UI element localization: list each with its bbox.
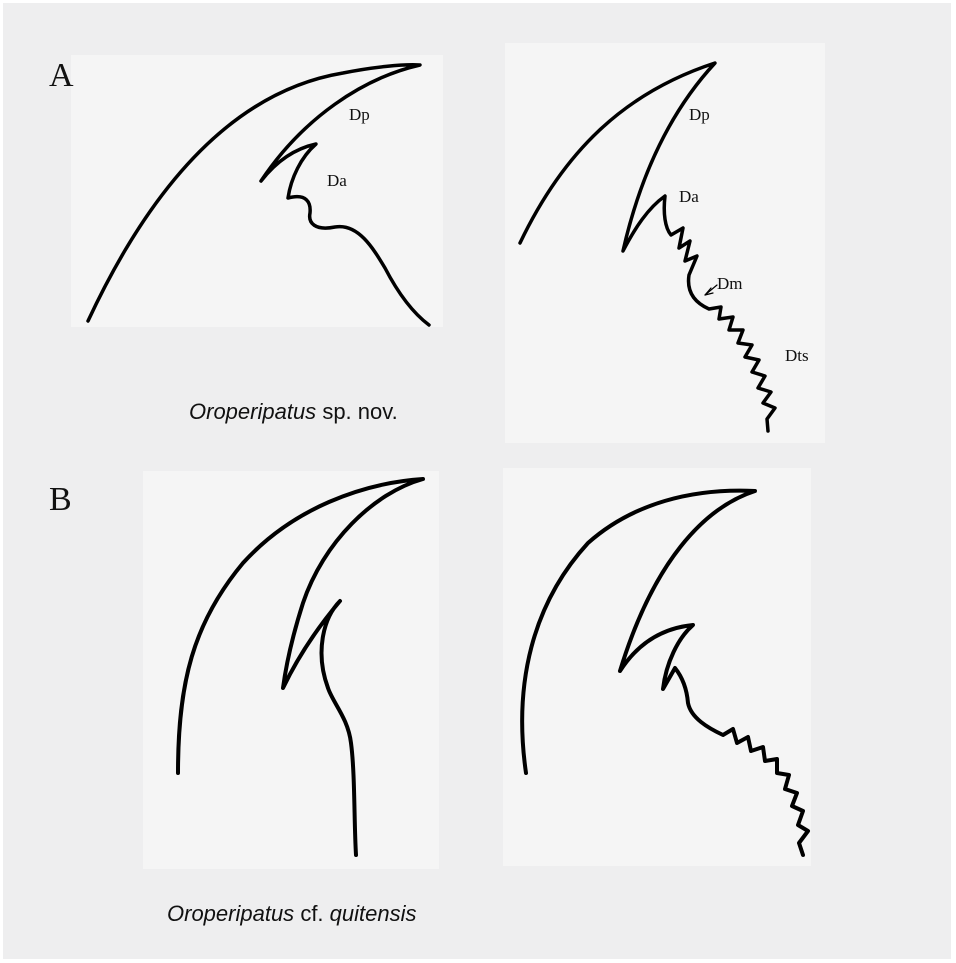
- caption-a-genus: Oroperipatus: [189, 399, 316, 424]
- caption-a: Oroperipatus sp. nov.: [189, 401, 398, 423]
- caption-a-rest: sp. nov.: [322, 399, 397, 424]
- label-dts: Dts: [785, 347, 809, 364]
- caption-b-genus: Oroperipatus: [167, 901, 294, 926]
- claw-drawings: [3, 3, 951, 959]
- label-dm: Dm: [717, 275, 743, 292]
- claw-a-left: [88, 65, 429, 325]
- label-dp-left: Dp: [349, 106, 370, 123]
- figure: A B Dp Da Dp Da Dm Dts Oroperipatus sp. …: [3, 3, 951, 959]
- caption-b-epithet: quitensis: [330, 901, 417, 926]
- caption-b: Oroperipatus cf. quitensis: [167, 903, 417, 925]
- claw-b-left: [178, 479, 423, 855]
- label-da-right: Da: [679, 188, 699, 205]
- label-da-left: Da: [327, 172, 347, 189]
- claw-b-right: [522, 491, 808, 855]
- label-dp-right: Dp: [689, 106, 710, 123]
- claw-a-right: [520, 63, 775, 431]
- caption-b-mid: cf.: [300, 901, 323, 926]
